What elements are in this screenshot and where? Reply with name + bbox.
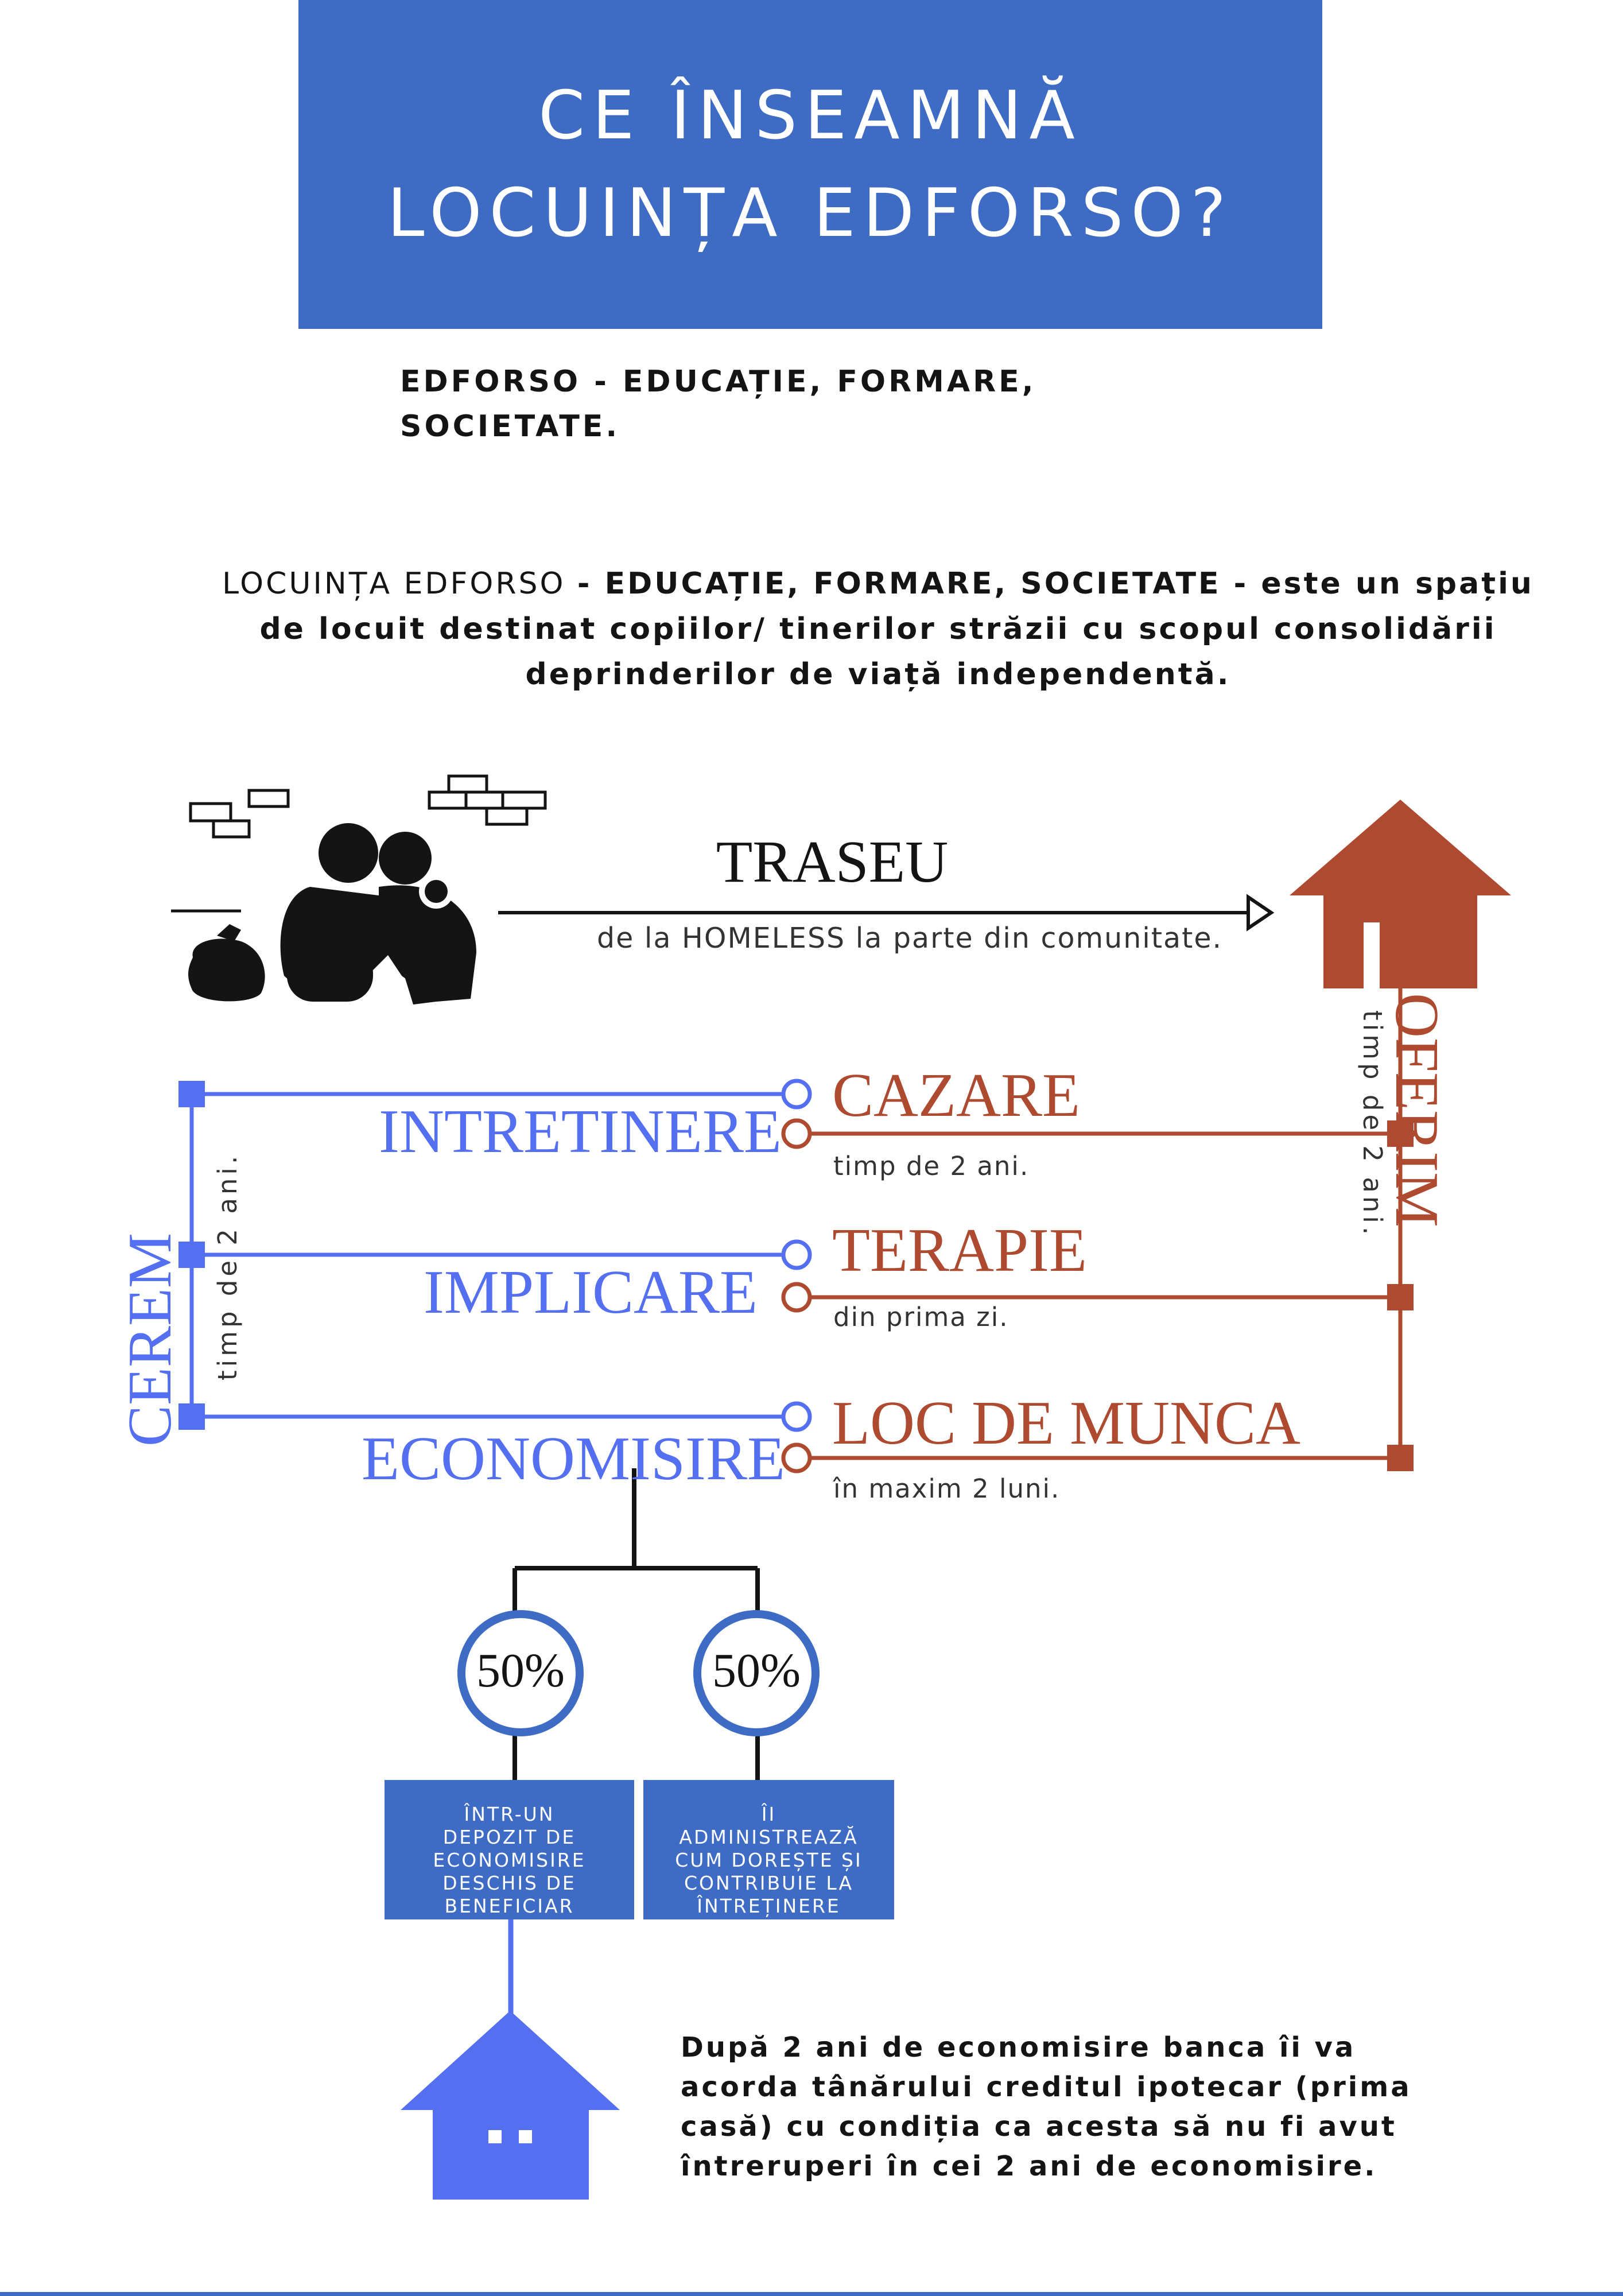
page-title-line1: CE ÎNSEAMNĂ: [538, 76, 1082, 154]
percent-left: 50%: [476, 1644, 565, 1697]
oferim-item-terapie-detail: din prima zi.: [833, 1302, 1009, 1332]
oferim-duration: timp de 2 ani.: [1357, 1010, 1388, 1239]
subtitle-line1: EDFORSO - EDUCAȚIE, FORMARE,: [400, 364, 1036, 399]
percent-circle-left: [457, 1610, 584, 1736]
oferim-item-cazare-detail: timp de 2 ani.: [833, 1151, 1030, 1181]
traseu-subtitle: de la HOMELESS la parte din comunitate.: [597, 922, 1223, 955]
conclusion-text: După 2 ani de economisire banca îi va ac…: [681, 2031, 1412, 2182]
homeless-people-icon: [188, 823, 476, 1004]
cerem-nodes: [178, 1081, 205, 1430]
page-title-line2: LOCUINȚA EDFORSO?: [387, 174, 1234, 252]
intro-body: - EDUCAȚIE, FORMARE, SOCIETATE - este un…: [259, 567, 1534, 692]
house-icon: [1290, 800, 1511, 988]
intro-paragraph: LOCUINȚA EDFORSO - EDUCAȚIE, FORMARE, SO…: [207, 561, 1550, 697]
cerem-item-implicare: IMPLICARE: [423, 1258, 758, 1327]
oferim-connectors: [781, 970, 1403, 1473]
title-banner: CE ÎNSEAMNĂ LOCUINȚA EDFORSO?: [298, 0, 1322, 329]
info-box-administer: ÎI ADMINISTREAZĂ CUM DOREȘTE ȘI CONTRIBU…: [643, 1780, 894, 1919]
cerem-item-intretinere: INTRETINERE: [379, 1097, 782, 1166]
info-box-deposit-text: ÎNTR-UN DEPOZIT DE ECONOMISIRE DESCHIS D…: [433, 1803, 586, 1917]
house-window-icon: [488, 2130, 502, 2143]
cerem-duration: timp de 2 ani.: [212, 1152, 243, 1380]
arrow-head-icon: [1247, 894, 1275, 932]
brick-wall-icon: [189, 774, 547, 839]
oferim-item-loc-de-munca-detail: în maxim 2 luni.: [833, 1473, 1061, 1504]
oferim-label: OFERIM: [1383, 993, 1451, 1228]
bottom-divider: [0, 2292, 1623, 2296]
intro-lead: LOCUINȚA EDFORSO: [222, 567, 577, 601]
house-icon: [401, 2011, 620, 2200]
subtitle: EDFORSO - EDUCAȚIE, FORMARE, SOCIETATE.: [400, 359, 1203, 449]
oferim-item-loc-de-munca: LOC DE MUNCA: [832, 1389, 1301, 1457]
oferim-item-cazare: CAZARE: [832, 1061, 1080, 1130]
split-tree: [512, 1468, 760, 1781]
oferim-item-terapie: TERAPIE: [832, 1216, 1087, 1285]
percent-circle-right: [693, 1610, 820, 1736]
house-window-icon: [519, 2130, 532, 2143]
cerem-item-economisire: ECONOMISIRE: [362, 1425, 786, 1493]
oferim-nodes: [1387, 961, 1414, 1471]
subtitle-line2: SOCIETATE.: [400, 409, 620, 444]
info-box-deposit: ÎNTR-UN DEPOZIT DE ECONOMISIRE DESCHIS D…: [385, 1780, 634, 1919]
traseu-title: TRASEU: [716, 829, 949, 895]
info-box-administer-text: ÎI ADMINISTREAZĂ CUM DOREȘTE ȘI CONTRIBU…: [675, 1803, 863, 1917]
percent-right: 50%: [712, 1644, 801, 1697]
cerem-label: CEREM: [116, 1232, 184, 1446]
